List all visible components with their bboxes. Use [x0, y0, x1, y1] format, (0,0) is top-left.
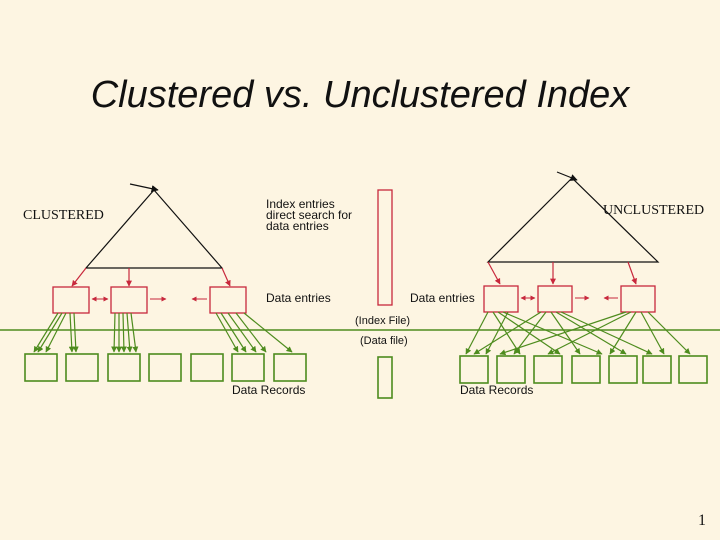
unclustered-leaf-page — [483, 285, 519, 313]
data-record-page — [273, 353, 307, 382]
data-record-page — [459, 355, 489, 384]
data-record-page — [496, 355, 526, 384]
clustered-leaf-page — [209, 286, 247, 314]
legend-index-file-bar — [377, 189, 393, 306]
unclustered-data-records-label: Data Records — [460, 383, 534, 397]
data-record-page — [107, 353, 141, 382]
legend-data-file-bar — [377, 356, 393, 399]
legend-data-entries-left: Data entries — [266, 291, 331, 305]
data-record-page — [231, 353, 265, 382]
legend-index-entries-line1: Index entries — [266, 197, 335, 211]
legend-data-file: (Data file) — [360, 335, 408, 347]
data-record-page — [190, 353, 224, 382]
clustered-data-records-label: Data Records — [232, 383, 306, 397]
clustered-data-pointers — [33, 312, 293, 353]
unclustered-label: UNCLUSTERED — [603, 203, 705, 218]
data-record-page — [678, 355, 708, 384]
data-record-page — [608, 355, 638, 384]
unclustered-leaf-page — [537, 285, 573, 313]
clustered-index-tree — [71, 183, 231, 287]
legend-index-entries-line3: data entries — [266, 219, 329, 233]
data-record-page — [533, 355, 563, 384]
unclustered-data-pointers — [465, 311, 691, 356]
data-record-page — [148, 353, 182, 382]
clustered-leaf-page — [110, 286, 148, 314]
page-number: 1 — [698, 512, 706, 529]
unclustered-index-triangle — [486, 177, 660, 263]
data-record-page — [65, 353, 99, 382]
clustered-leaf-page — [52, 286, 90, 314]
unclustered-leaf-page — [620, 285, 656, 313]
clustered-label: CLUSTERED — [23, 208, 104, 223]
legend-data-entries-right: Data entries — [410, 291, 475, 305]
legend-index-entries-line2: direct search for — [266, 208, 353, 222]
clustered-data-records — [24, 353, 307, 382]
unclustered-data-entries — [483, 285, 656, 313]
unclustered-index-tree — [486, 171, 660, 285]
clustered-index-triangle — [84, 189, 224, 269]
data-record-page — [642, 355, 672, 384]
data-record-page — [571, 355, 601, 384]
slide-title: Clustered vs. Unclustered Index — [90, 74, 630, 116]
unclustered-data-records — [459, 355, 708, 384]
clustered-data-entries — [52, 286, 247, 314]
legend-index-file: (Index File) — [355, 315, 411, 327]
data-record-page — [24, 353, 58, 382]
